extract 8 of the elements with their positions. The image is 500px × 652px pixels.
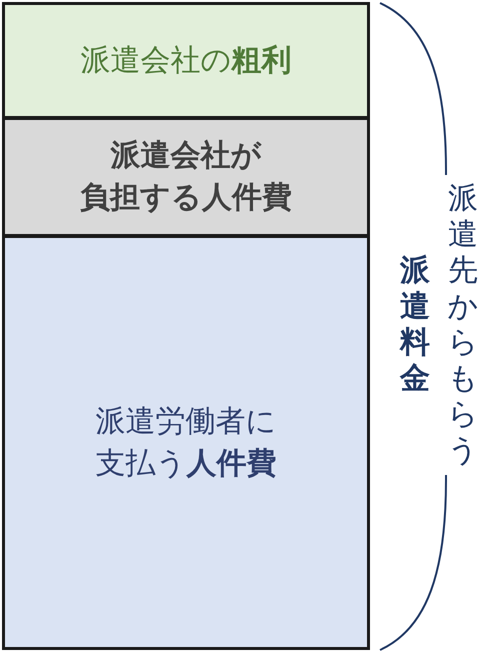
vertical-label: 派遣料金	[398, 253, 431, 397]
box-text: 派遣会社が負担する人件費	[80, 137, 292, 217]
box-text: 派遣労働者に支払う人件費	[96, 402, 276, 482]
profit-box	[2, 2, 370, 119]
box-text: 派遣会社の粗利	[80, 42, 292, 80]
vertical-label: 派遣先からもらう	[446, 181, 480, 469]
cost-box	[2, 117, 370, 237]
wage-box	[2, 235, 370, 650]
